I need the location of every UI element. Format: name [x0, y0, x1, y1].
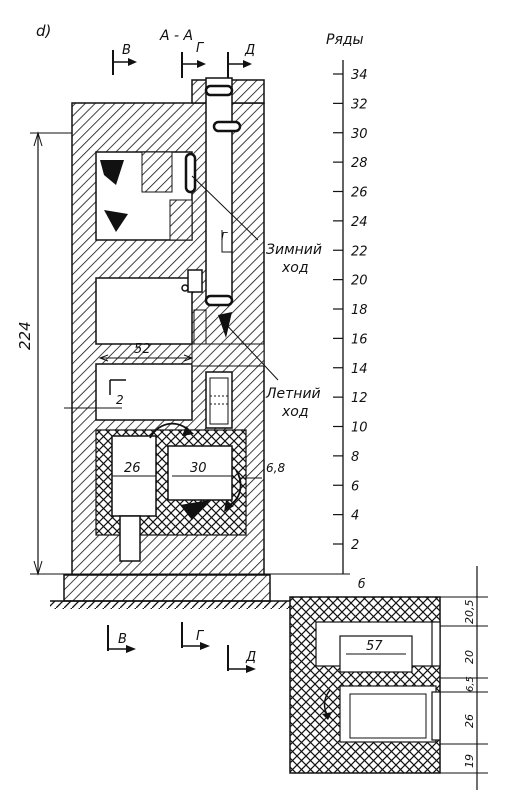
svg-text:В: В — [122, 43, 131, 58]
cut-marker-top-d: Д — [227, 43, 255, 78]
cut-marker-top-g: Г — [181, 41, 206, 78]
svg-text:224: 224 — [16, 321, 34, 350]
svg-text:30: 30 — [190, 461, 207, 476]
svg-text:52: 52 — [134, 342, 151, 357]
svg-text:Г: Г — [196, 629, 205, 644]
row-tick-label: 32 — [351, 97, 368, 112]
row-tick-label: 12 — [351, 391, 368, 406]
svg-text:20: 20 — [463, 650, 476, 664]
rows-title: Ряды — [326, 32, 364, 48]
flow-arrows — [100, 160, 242, 520]
svg-text:6,8: 6,8 — [266, 461, 285, 475]
svg-text:В: В — [118, 632, 127, 647]
plan-view: 57 — [289, 596, 441, 774]
section-label: А - А — [159, 28, 193, 44]
svg-text:26: 26 — [124, 461, 141, 476]
row-tick-label: 4 — [351, 509, 359, 524]
svg-text:57: 57 — [366, 639, 383, 654]
svg-text:20,5: 20,5 — [463, 600, 476, 625]
row-tick-label: 16 — [351, 332, 368, 347]
dim-oven: 30 — [172, 461, 232, 477]
dim-firebox: 26 — [112, 461, 156, 477]
row-tick-label: 10 — [351, 421, 368, 436]
svg-text:Д: Д — [244, 43, 255, 58]
row-tick-label: 2 — [351, 538, 359, 553]
row-zero: б — [358, 577, 366, 591]
dim-side: 6,8 — [240, 461, 285, 479]
svg-text:Д: Д — [245, 650, 256, 665]
row-tick-label: 14 — [351, 362, 368, 377]
height-dimension: 224 — [16, 131, 72, 576]
svg-text:6,5: 6,5 — [465, 676, 476, 692]
row-tick-label: 28 — [351, 156, 368, 171]
row-tick-label: 8 — [351, 450, 359, 465]
svg-text:19: 19 — [463, 754, 476, 768]
plan-dimensions: 20,5 20 6,5 26 19 — [440, 566, 488, 790]
ground-hatch — [50, 601, 290, 609]
gamma-mark: Г — [221, 230, 228, 243]
row-tick-label: 6 — [351, 479, 359, 494]
winter-label-1: Зимний — [266, 242, 322, 258]
cut-marker-bottom-g: Г — [181, 622, 210, 650]
row-tick-label: 26 — [351, 186, 368, 201]
winter-label-2: ход — [281, 260, 309, 276]
cut-marker-bottom-v: В — [107, 625, 136, 653]
svg-text:26: 26 — [463, 714, 476, 728]
row-tick-label: 22 — [351, 244, 368, 259]
cut-marker-top-v: В — [112, 43, 137, 75]
panel-label: d) — [36, 22, 51, 40]
row-tick-label: 30 — [351, 127, 368, 142]
dim-chamber: 52 — [98, 342, 194, 362]
summer-label-1: Летний — [265, 386, 321, 402]
row-tick-label: 34 — [351, 68, 368, 83]
row-tick-label: 24 — [351, 215, 368, 230]
brick-infill — [141, 151, 265, 367]
row-tick-label: 20 — [351, 274, 368, 289]
annotation-leaders — [191, 175, 279, 381]
row-tick-label: 18 — [351, 303, 368, 318]
water-tank — [209, 377, 229, 425]
svg-text:2: 2 — [116, 393, 124, 407]
row-ticks: 34 32 30 28 26 24 22 20 18 16 14 12 10 8 6 4 2 — [333, 68, 368, 553]
svg-text:Г: Г — [196, 41, 205, 56]
damper-valves — [181, 84, 242, 307]
summer-label-2: ход — [281, 404, 309, 420]
cut-marker-bottom-d: Д — [227, 645, 256, 673]
dim-ledge: 2 — [64, 379, 126, 409]
